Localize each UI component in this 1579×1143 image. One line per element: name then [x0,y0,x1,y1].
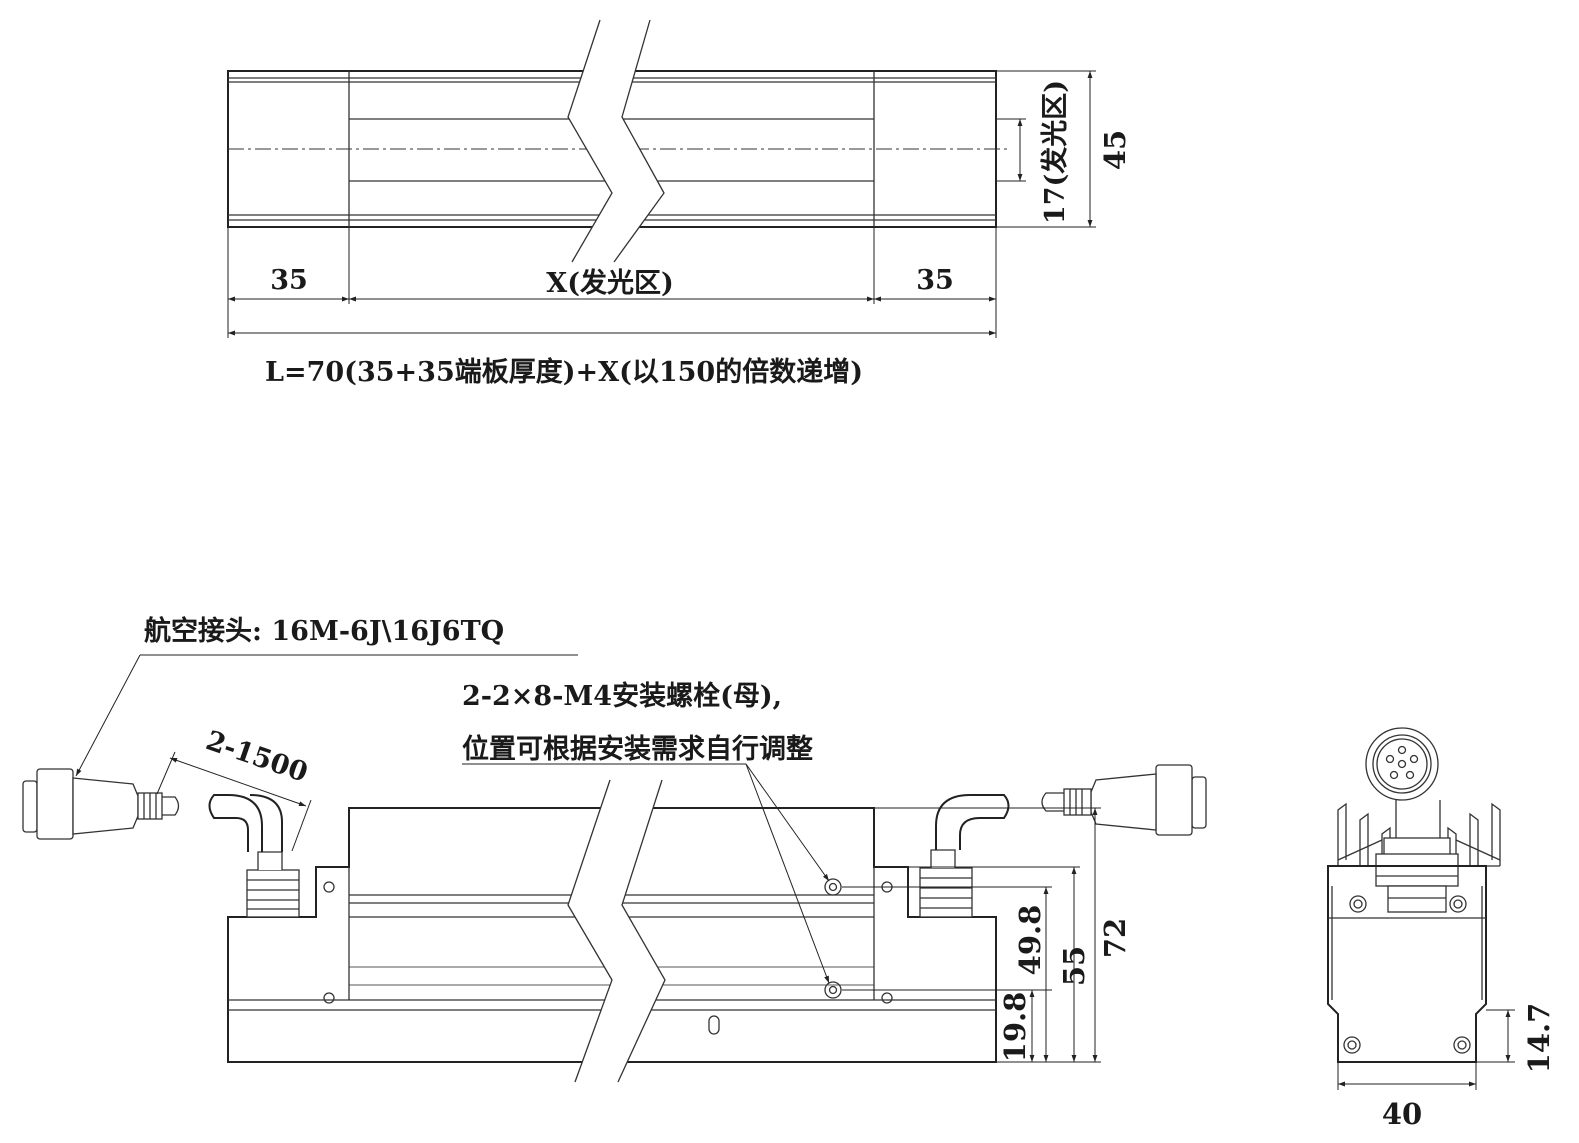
bolt-position-note: 位置可根据安装需求自行调整 [462,733,813,765]
side-housing [1327,865,1487,1063]
side-connector-face [1365,727,1459,913]
dim-emit-length: X(发光区) [546,267,674,299]
dim-left-35: 35 [270,265,308,296]
cable-length-label: 2-1500 [202,725,312,789]
top-break-mark [567,19,665,263]
connector-model-label: 航空接头: 16M-6J\16J6TQ [144,615,504,647]
dim-55: 55 [1057,946,1091,986]
dim-width-40: 40 [1382,1097,1422,1131]
top-height-dims [996,70,1096,228]
side-dims [1337,1009,1515,1090]
dim-49-8: 49.8 [1013,905,1047,976]
bolt-leaders [462,763,830,984]
front-height-dims [842,807,1101,1063]
dim-emit-height: 17(发光区) [1039,80,1071,224]
cable-length-dim [156,751,312,852]
dim-72: 72 [1098,918,1132,958]
left-aviation-connector [22,768,180,840]
left-cable-gland [208,794,300,918]
dim-height-45: 45 [1098,130,1132,170]
top-length-dims [227,227,997,338]
front-view: 航空接头: 16M-6J\16J6TQ 2-1500 2-2×8-M4安装螺栓(… [22,615,1207,1083]
bolt-spec-label: 2-2×8-M4安装螺栓(母), [462,681,782,712]
dim-19-8: 19.8 [998,992,1032,1063]
side-view: 40 14.7 [1327,727,1556,1131]
dim-right-35: 35 [916,265,954,296]
top-view: 35 X(发光区) 35 L=70(35+35端板厚度)+X(以150的倍数递增… [227,19,1132,388]
length-formula: L=70(35+35端板厚度)+X(以150的倍数递增) [265,356,863,388]
front-break-mark [567,779,666,1083]
right-cable-gland [919,794,1010,918]
dim-base-14-7: 14.7 [1522,1003,1556,1074]
connector-leader [75,654,578,777]
right-aviation-connector [1041,764,1207,836]
